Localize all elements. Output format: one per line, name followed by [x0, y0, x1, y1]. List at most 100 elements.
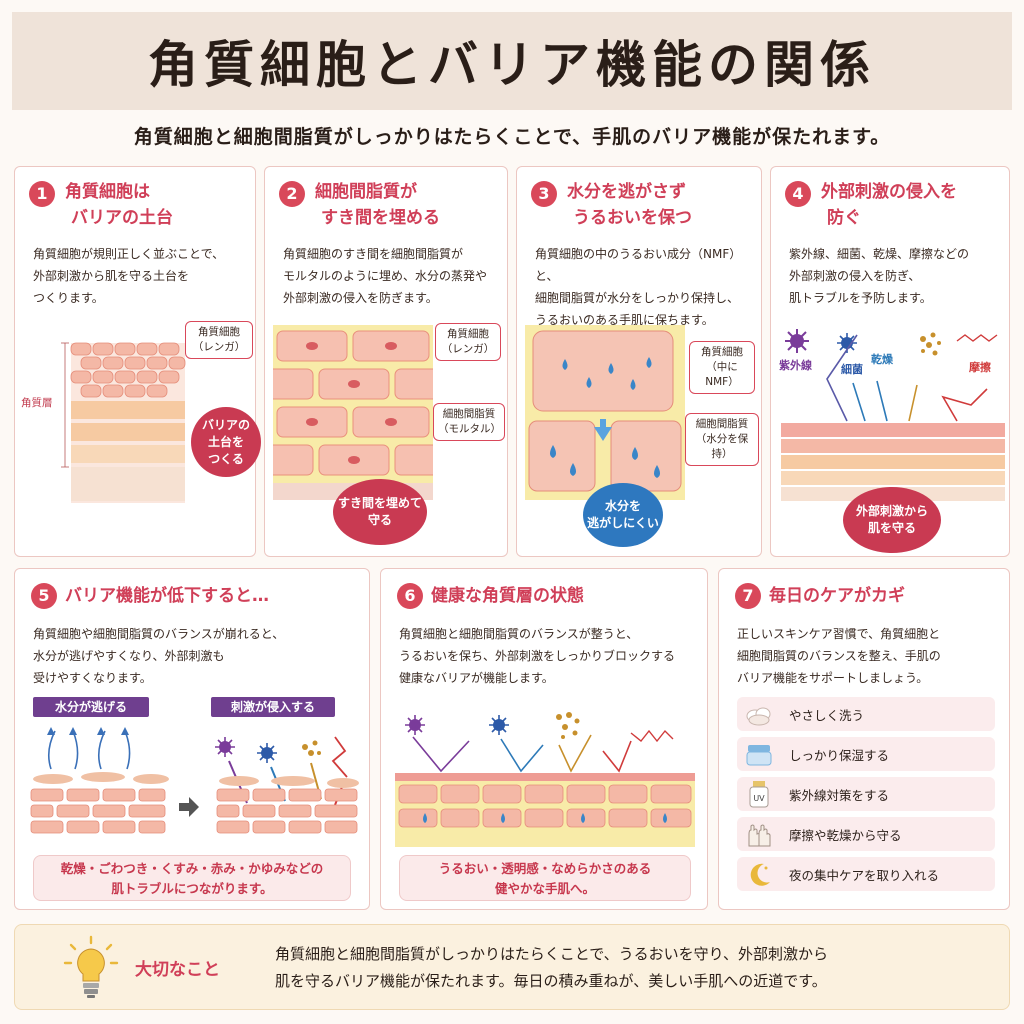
card-6-healthy-stratum: 6 健康な角質層の状態 角質細胞と細胞間脂質のバランスが整うと、 うるおいを保ち…: [380, 568, 708, 910]
body-line: 紫外線、細菌、乾燥、摩擦などの: [789, 247, 970, 261]
heading-line-1: 外部刺激の侵入を: [821, 182, 957, 202]
tag-line: （モルタル）: [438, 423, 501, 435]
footer-text: 角質細胞と細胞間脂質がしっかりはたらくことで、うるおいを守り、外部刺激から 肌を…: [275, 941, 995, 995]
damaged-barrier-illustration: [30, 727, 359, 834]
lightbulb-icon: [63, 935, 119, 998]
bubble-line: 水分を: [604, 499, 641, 513]
footer-line: 肌を守るバリア機能が保たれます。毎日の積み重ねが、美しい手肌への近道です。: [275, 972, 827, 990]
label-intercellular-lipid: 細胞間脂質 （モルタル）: [433, 403, 505, 441]
tag-line: 角質細胞: [447, 328, 489, 340]
card-heading: 水分を逃がさず うるおいを保つ: [567, 179, 753, 231]
bacteria-icon: [257, 743, 277, 763]
sunscreen-icon: UV: [737, 777, 781, 811]
tag-line: （レンガ）: [192, 341, 246, 353]
dryness-icon: [920, 332, 941, 356]
sunscreen-text: UV: [753, 794, 765, 803]
care-item-night-care: 夜の集中ケアを取り入れる: [737, 857, 995, 891]
note-skin-trouble: 乾燥・ごわつき・くすみ・赤み・かゆみなどの 肌トラブルにつながります。: [33, 855, 351, 901]
step-number: 5: [31, 583, 57, 609]
note-healthy-skin: うるおい・透明感・なめらかさのある 健やかな手肌へ。: [399, 855, 691, 901]
heading-line-1: 水分を逃がさず: [567, 182, 686, 202]
label-lipid-holds-water: 細胞間脂質 （水分を保持）: [685, 413, 759, 466]
brick-mortar-illustration: [273, 325, 433, 500]
card-body: 角質細胞と細胞間脂質のバランスが整うと、 うるおいを保ち、外部刺激をしっかりブロ…: [399, 623, 697, 689]
card-body: 角質細胞や細胞間脂質のバランスが崩れると、 水分が逃げやすくなり、外部刺激も 受…: [33, 623, 359, 689]
card-heading: 毎日のケアがカギ: [769, 586, 905, 606]
step-number: 6: [397, 583, 423, 609]
body-line: うるおいを保ち、外部刺激をしっかりブロックする: [399, 649, 676, 663]
care-item-uv-protection: UV 紫外線対策をする: [737, 777, 995, 811]
note-line: 健やかな手肌へ。: [494, 881, 595, 896]
body-line: 外部刺激の侵入を防ぎます。: [283, 291, 438, 305]
label-bacteria: 細菌: [841, 363, 863, 376]
bubble-line: 守る: [367, 513, 392, 527]
healthy-barrier-illustration: [395, 712, 695, 847]
title-band: 角質細胞とバリア機能の関係: [12, 12, 1012, 110]
footer-label: 大切なこと: [135, 960, 220, 980]
bubble-fill-gaps: すき間を埋めて 守る: [333, 479, 427, 545]
body-line: 正しいスキンケア習慣で、角質細胞と: [737, 627, 941, 641]
bacteria-icon: [489, 715, 509, 735]
card-heading: バリア機能が低下すると…: [65, 586, 269, 606]
body-line: 水分が逃げやすくなり、外部刺激も: [33, 649, 225, 663]
care-label: やさしく洗う: [789, 707, 865, 723]
card-heading: 健康な角質層の状態: [431, 586, 584, 606]
moisture-retention-illustration: [525, 325, 685, 500]
gloves-icon: [737, 817, 781, 851]
body-line: 外部刺激から肌を守る土台を: [33, 269, 190, 283]
care-label: 夜の集中ケアを取り入れる: [789, 867, 940, 883]
label-corneocyte-nmf: 角質細胞 （中にNMF）: [689, 341, 755, 394]
bubble-line: つくる: [208, 451, 244, 466]
foam-icon: [737, 697, 781, 731]
label-corneocyte: 角質細胞 （レンガ）: [185, 321, 253, 359]
label-uv: 紫外線: [779, 359, 812, 372]
bubble-line: 外部刺激から: [855, 504, 928, 518]
heading-line-2: すき間を埋める: [321, 208, 440, 228]
irritant-block-illustration: [781, 329, 1005, 501]
stratum-corneum-illustration: [61, 342, 186, 503]
tag-line: （レンガ）: [441, 343, 495, 355]
label-dryness: 乾燥: [871, 353, 893, 366]
care-label: 紫外線対策をする: [789, 787, 890, 803]
bubble-line: バリアの: [201, 417, 250, 432]
side-label-stratum: 角質層: [21, 397, 53, 409]
body-line: 外部刺激の侵入を防ぎ、: [789, 269, 921, 283]
heading-line-1: 角質細胞は: [65, 182, 150, 202]
heading-line-2: うるおいを保つ: [573, 208, 692, 228]
step-number: 7: [735, 583, 761, 609]
card-heading: 角質細胞は バリアの土台: [65, 179, 247, 231]
bubble-line: 土台を: [207, 434, 244, 449]
card-heading: 外部刺激の侵入を 防ぐ: [821, 179, 1001, 231]
card-body: 角質細胞のすき間を細胞間脂質が モルタルのように埋め、水分の蒸発や 外部刺激の侵…: [283, 243, 497, 309]
care-label: しっかり保湿する: [789, 747, 890, 763]
page-title: 角質細胞とバリア機能の関係: [148, 35, 876, 94]
banner-irritants-enter: 刺激が侵入する: [211, 697, 335, 717]
heading-line-2: 防ぐ: [827, 208, 861, 228]
care-label: 摩擦や乾燥から守る: [789, 827, 902, 843]
body-line: 角質細胞の中のうるおい成分（NMF）と、: [535, 247, 742, 283]
body-line: 角質細胞のすき間を細胞間脂質が: [283, 247, 464, 261]
care-item-wash: やさしく洗う: [737, 697, 995, 731]
body-line: 細胞間脂質のバランスを整え、手肌の: [737, 649, 941, 663]
body-line: 健康なバリアが機能します。: [399, 671, 554, 685]
cream-jar-icon: [737, 737, 781, 771]
moon-icon: [737, 857, 781, 891]
body-line: 肌トラブルを予防します。: [789, 291, 932, 305]
body-line: 受けやすくなります。: [33, 671, 152, 685]
step-number: 3: [531, 181, 557, 207]
card-body: 紫外線、細菌、乾燥、摩擦などの 外部刺激の侵入を防ぎ、 肌トラブルを予防します。: [789, 243, 999, 309]
uv-icon: [785, 329, 809, 353]
uv-icon: [405, 715, 425, 735]
tag-line: （中にNMF）: [705, 361, 739, 388]
tag-line: 細胞間脂質: [442, 408, 496, 420]
key-point-footer: 大切なこと 角質細胞と細胞間脂質がしっかりはたらくことで、うるおいを守り、外部刺…: [14, 924, 1010, 1010]
label-corneocyte: 角質細胞 （レンガ）: [435, 323, 501, 361]
bubble-line: すき間を埋めて: [337, 496, 422, 510]
bubble-keep-moisture: 水分を 逃がしにくい: [583, 483, 663, 547]
bubble-line: 逃がしにくい: [587, 516, 659, 530]
body-line: うるおいのある手肌に保ちます。: [535, 313, 714, 327]
card-4-block-irritants: 4 外部刺激の侵入を 防ぐ 紫外線、細菌、乾燥、摩擦などの 外部刺激の侵入を防ぎ…: [770, 166, 1010, 557]
bubble-barrier-foundation: バリアの 土台を つくる: [191, 407, 261, 477]
tag-line: 角質細胞: [701, 346, 743, 358]
card-5-barrier-decline: 5 バリア機能が低下すると… 角質細胞や細胞間脂質のバランスが崩れると、 水分が…: [14, 568, 370, 910]
